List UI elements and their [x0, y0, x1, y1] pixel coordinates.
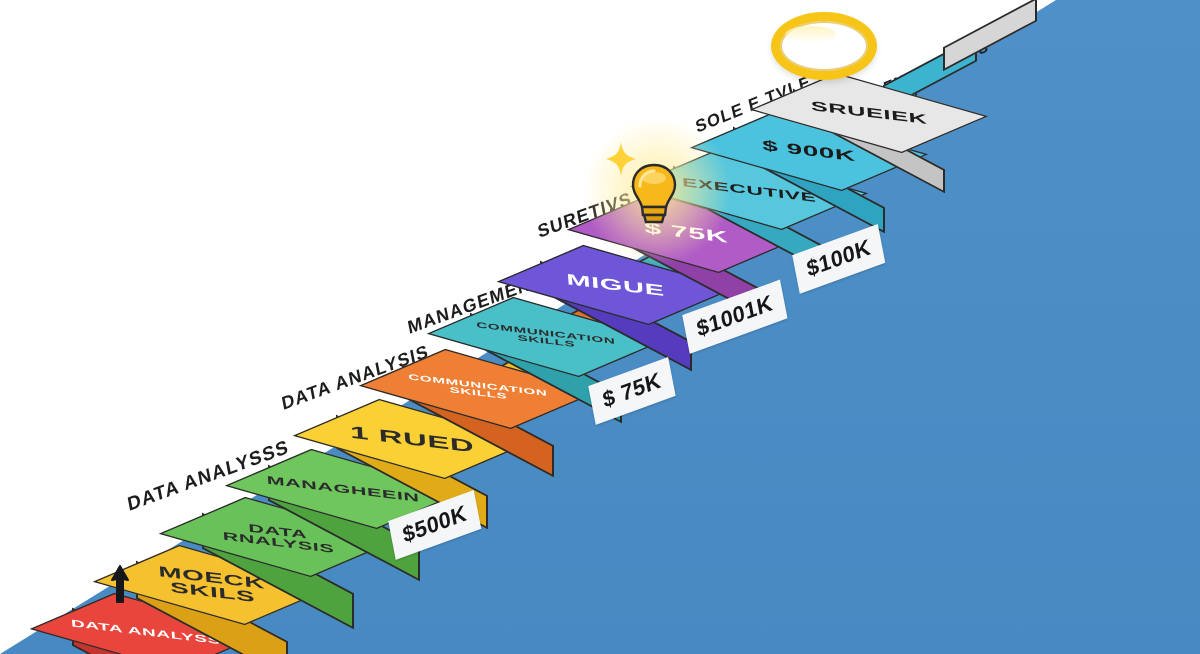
sparkle-icon: [606, 142, 636, 176]
arrow-pin-icon: [104, 562, 138, 606]
step-label: MIGUE: [566, 270, 666, 300]
step-label: COMMUNICATION SKILLS: [407, 372, 548, 402]
step-label: COMMUNICATION SKILLS: [475, 320, 616, 350]
step-label: SRUEIEK: [810, 98, 928, 128]
step-label: 1 RUED: [349, 421, 475, 457]
step-label: $ 900K: [761, 136, 857, 165]
halo-ring: [771, 12, 877, 80]
